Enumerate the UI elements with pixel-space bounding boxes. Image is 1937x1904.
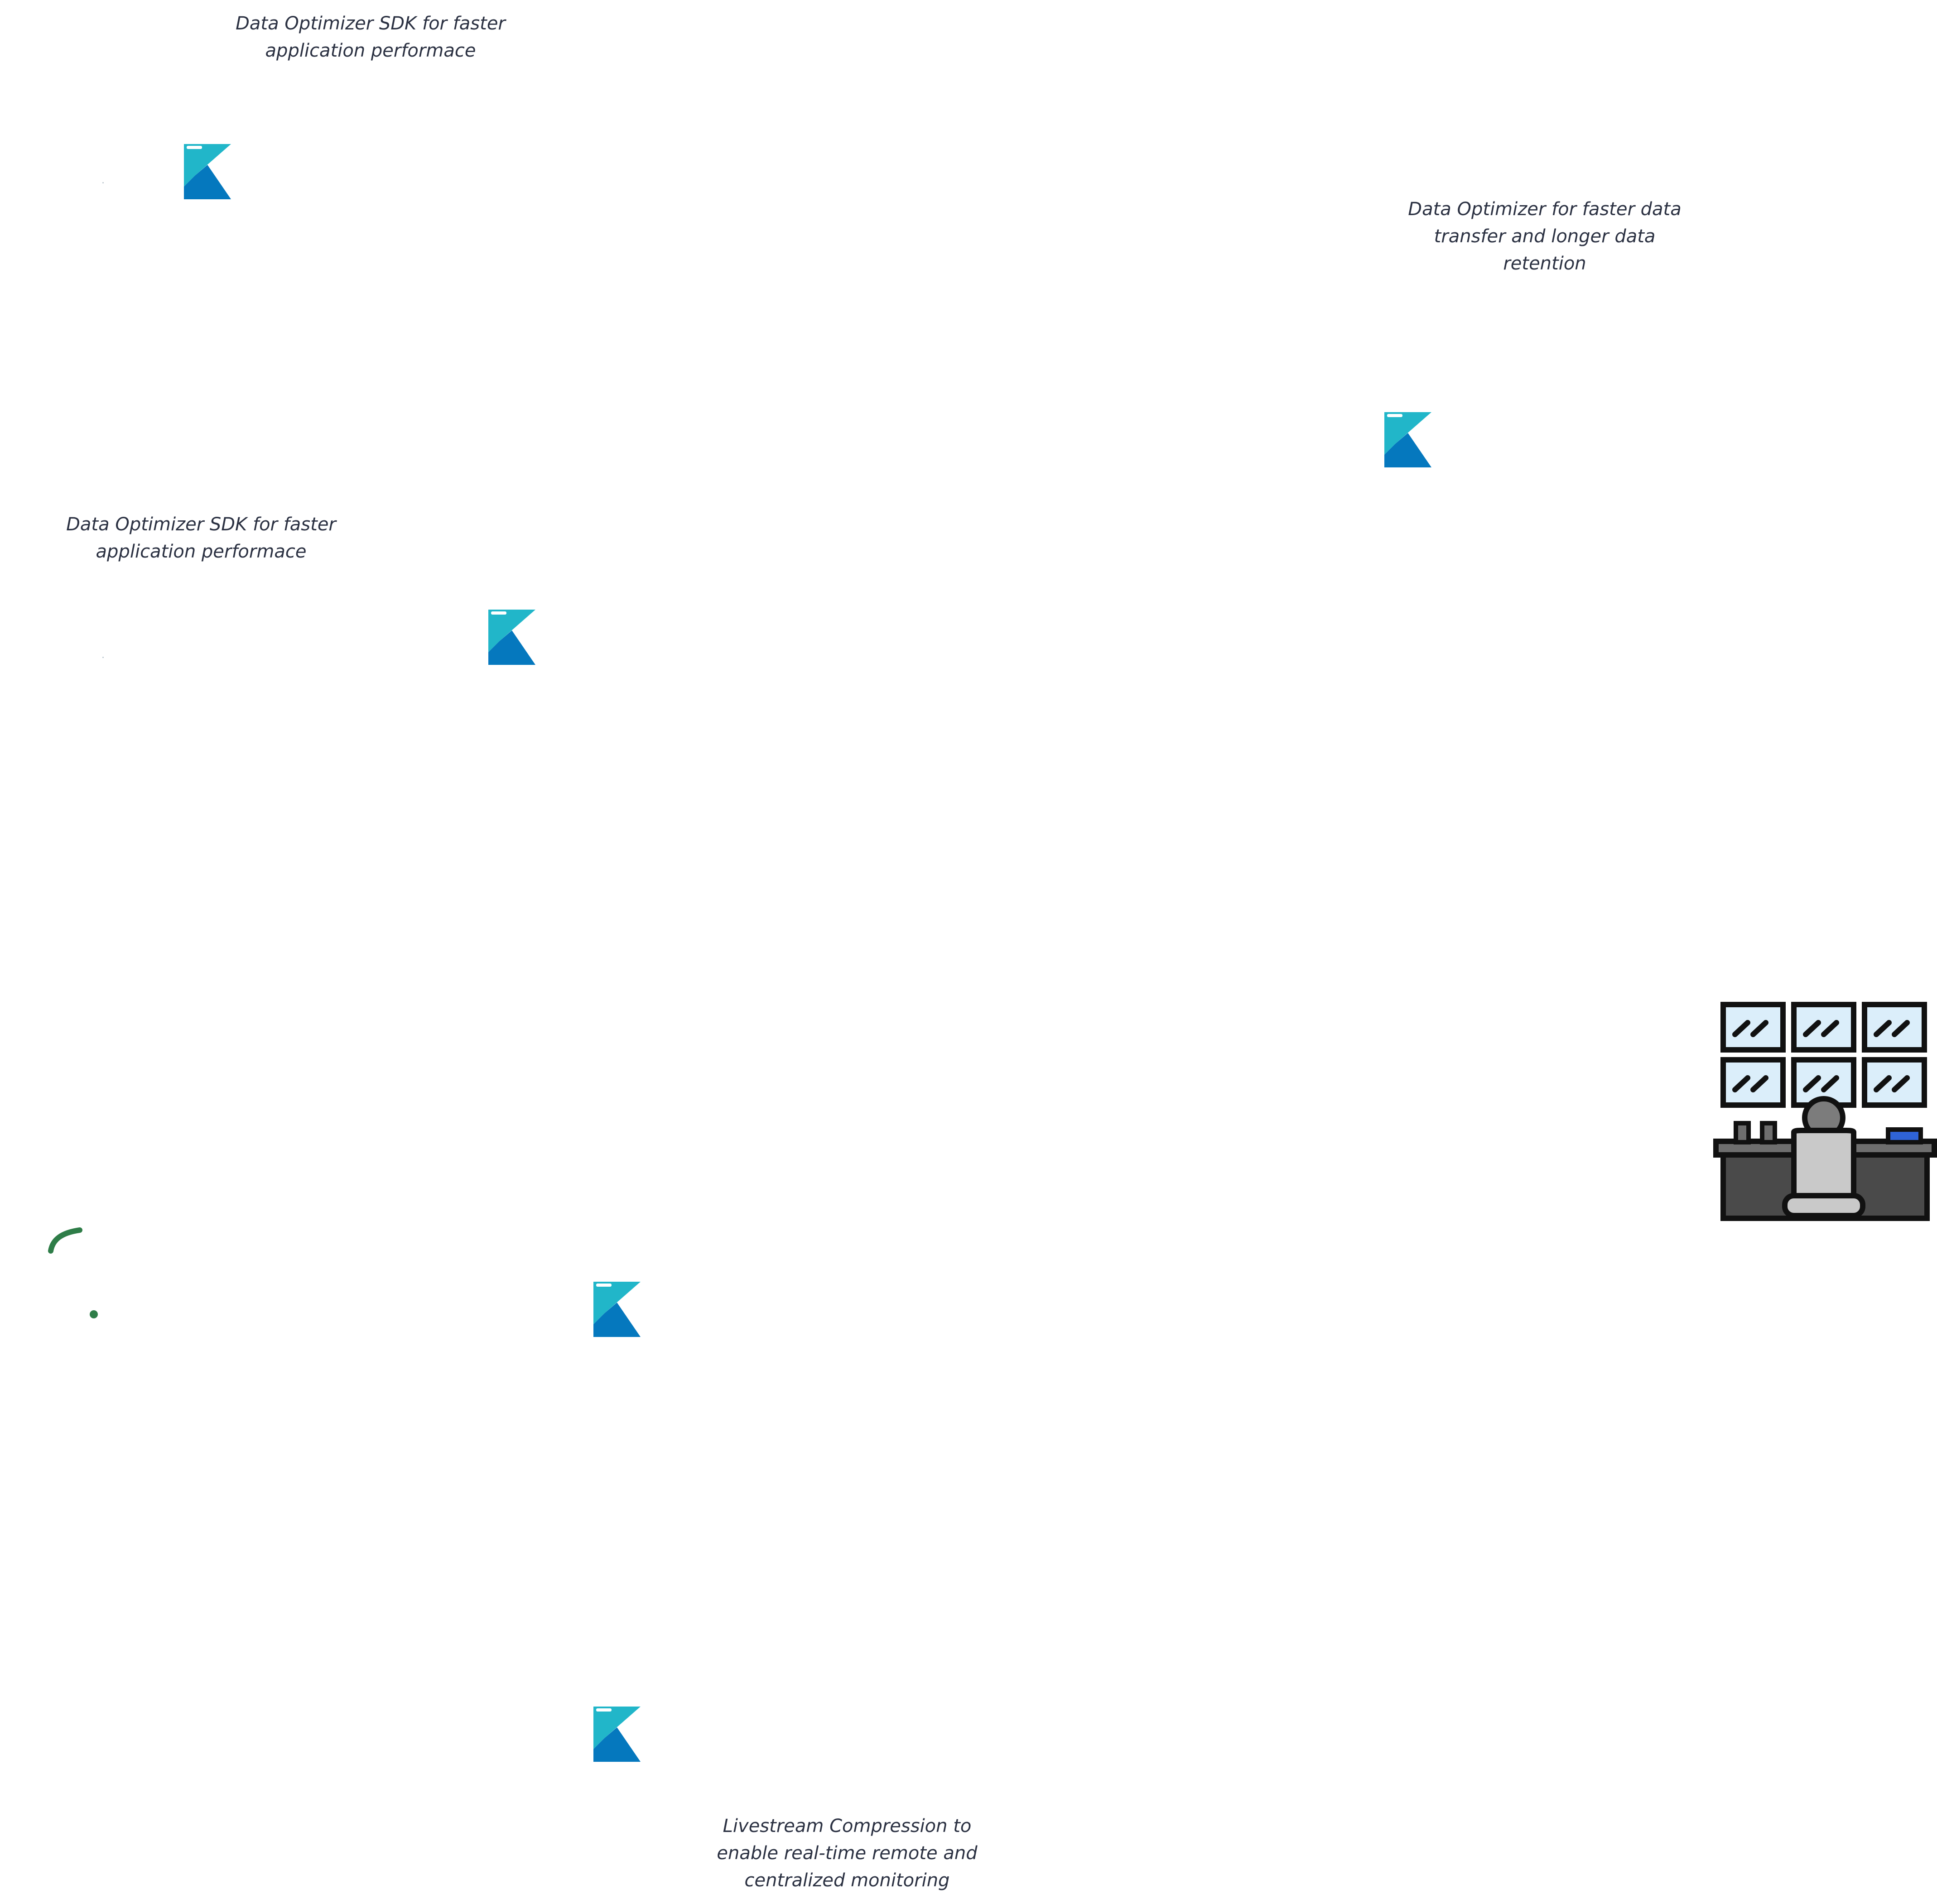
caption-sdk-top: Data Optimizer SDK for faster applicatio…	[236, 13, 506, 61]
speck-dot	[102, 182, 104, 183]
wireless-signal-icon	[43, 1214, 102, 1327]
caption-transfer: Data Optimizer for faster data transfer …	[1408, 199, 1682, 274]
k-logo-icon	[488, 610, 535, 665]
k-logo-icon	[593, 1707, 641, 1762]
speck-dot	[102, 657, 104, 658]
k-logo-icon	[184, 144, 231, 199]
k-logo-icon	[1384, 412, 1431, 467]
control-room-operator-icon	[1712, 996, 1937, 1223]
k-logo-icon	[593, 1282, 641, 1337]
caption-livestream: Livestream Compression to enable real-ti…	[717, 1816, 978, 1891]
caption-sdk-middle: Data Optimizer SDK for faster applicatio…	[66, 514, 336, 562]
